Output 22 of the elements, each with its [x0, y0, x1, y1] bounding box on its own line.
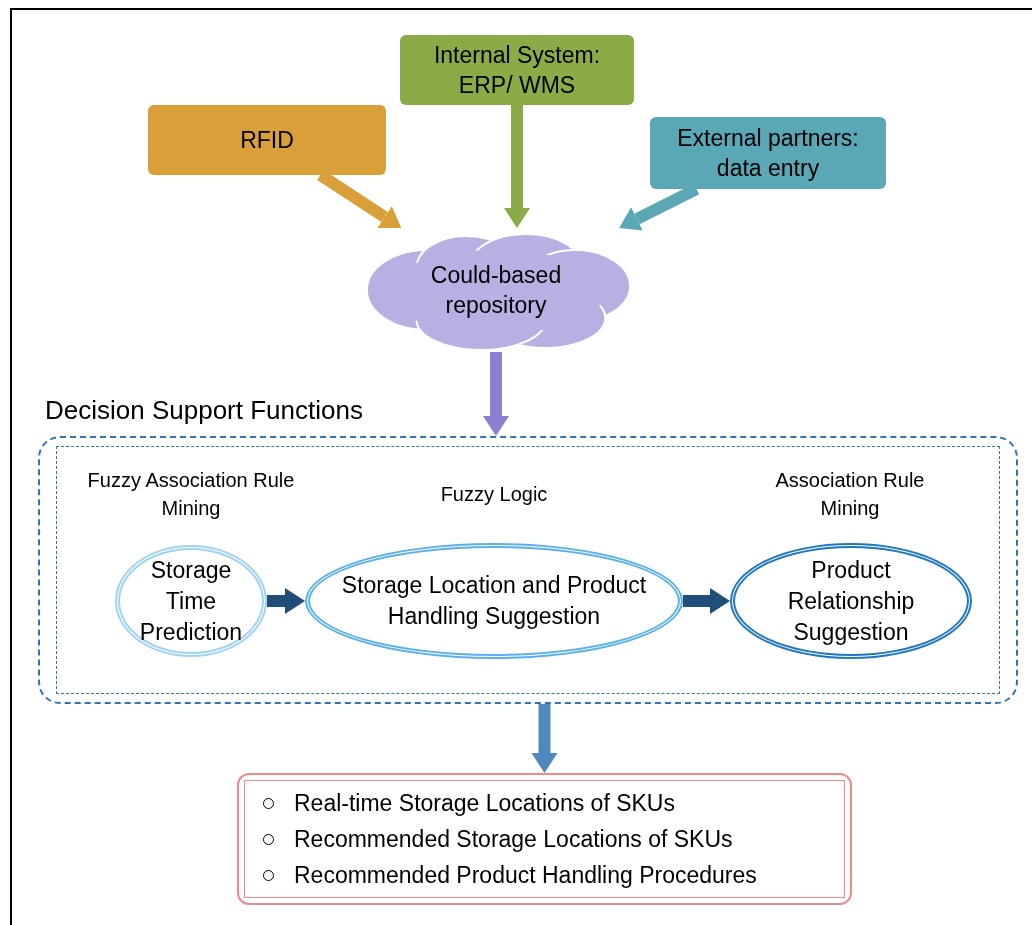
source-box	[400, 35, 634, 105]
block-arrow	[504, 105, 530, 228]
method-label: Fuzzy Association Rule Mining	[86, 468, 296, 521]
function-label: Product Relationship Suggestion	[786, 555, 916, 647]
method-label: Association Rule Mining	[774, 468, 926, 521]
cloud-label: Could-based repository	[429, 261, 563, 320]
group-heading: Decision Support Functions	[45, 394, 363, 427]
block-arrow	[483, 352, 509, 436]
block-arrow	[267, 588, 305, 614]
box-label: RFID	[240, 126, 294, 155]
function-label: Storage Time Prediction	[138, 555, 244, 647]
block-arrow	[531, 704, 558, 773]
result-item: Recommended Product Handling Procedures	[294, 861, 757, 890]
source-box	[148, 105, 386, 175]
method-label: Fuzzy Logic	[439, 482, 549, 507]
function-label: Storage Location and Product Handling Suggestion	[340, 571, 648, 631]
source-box	[650, 117, 886, 189]
result-item: Recommended Storage Locations of SKUs	[294, 825, 733, 854]
box-label: Internal System: ERP/ WMS	[432, 41, 602, 100]
box-label: External partners: data entry	[676, 124, 860, 183]
block-arrow	[683, 588, 730, 614]
result-item: Real-time Storage Locations of SKUs	[294, 789, 675, 818]
